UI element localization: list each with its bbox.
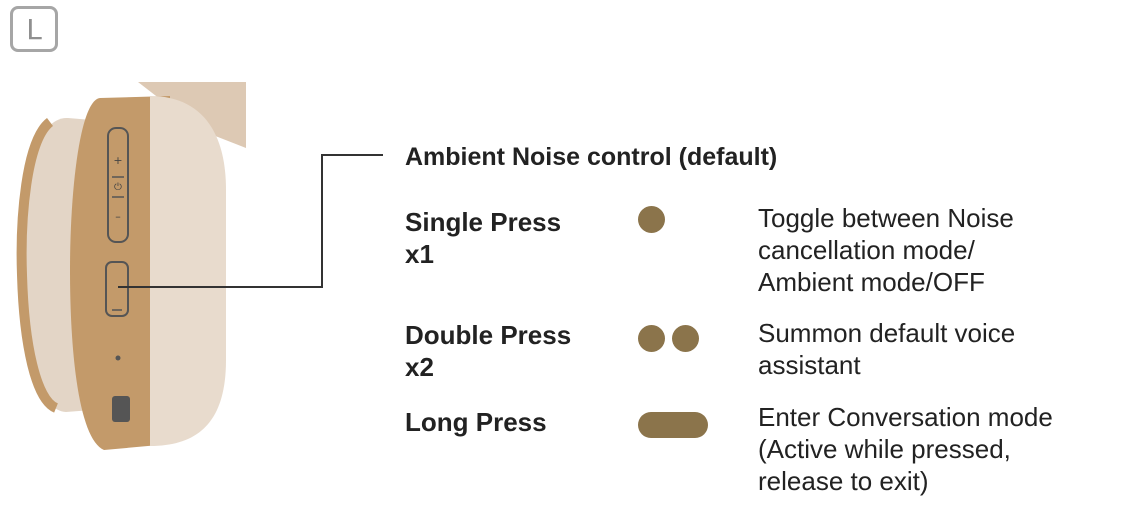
description-line: (Active while pressed, <box>758 434 1011 464</box>
volume-button-cluster <box>107 127 129 243</box>
usb-port-icon <box>112 396 130 422</box>
side-letter: L <box>26 13 42 46</box>
dot <box>672 325 699 352</box>
description-line: Enter Conversation mode <box>758 402 1053 432</box>
earcup-cover <box>150 96 226 446</box>
mic-hole-icon <box>115 355 121 361</box>
single-press-label: Single Press x1 <box>405 206 561 270</box>
headphone-earcup-illustration: + ⏻ – <box>16 82 246 450</box>
anc-button <box>105 261 129 317</box>
single-dot-icon <box>638 206 665 233</box>
power-icon: ⏻ <box>114 182 122 193</box>
description-line: release to exit) <box>758 466 929 496</box>
side-badge-icon: L <box>10 6 58 52</box>
minus-icon: – <box>115 210 121 223</box>
cushion-rim <box>16 118 59 413</box>
plus-icon: + <box>113 154 122 167</box>
description-line: Summon default voice <box>758 318 1016 348</box>
long-press-label: Long Press <box>405 406 547 438</box>
press-count: x1 <box>405 239 434 269</box>
press-name: Double Press <box>405 320 572 350</box>
double-press-description: Summon default voice assistant <box>758 317 1015 381</box>
description-line: Toggle between Noise <box>758 203 1014 233</box>
description-line: assistant <box>758 350 861 380</box>
description-line: Ambient mode/OFF <box>758 267 985 297</box>
long-pill-icon <box>638 412 708 438</box>
long-press-description: Enter Conversation mode (Active while pr… <box>758 401 1053 497</box>
section-heading: Ambient Noise control (default) <box>405 143 778 171</box>
double-press-label: Double Press x2 <box>405 319 571 383</box>
press-count: x2 <box>405 352 434 382</box>
press-name: Long Press <box>405 407 547 437</box>
press-name: Single Press <box>405 207 562 237</box>
single-press-description: Toggle between Noise cancellation mode/ … <box>758 202 1014 298</box>
dot <box>638 325 665 352</box>
description-line: cancellation mode/ <box>758 235 975 265</box>
